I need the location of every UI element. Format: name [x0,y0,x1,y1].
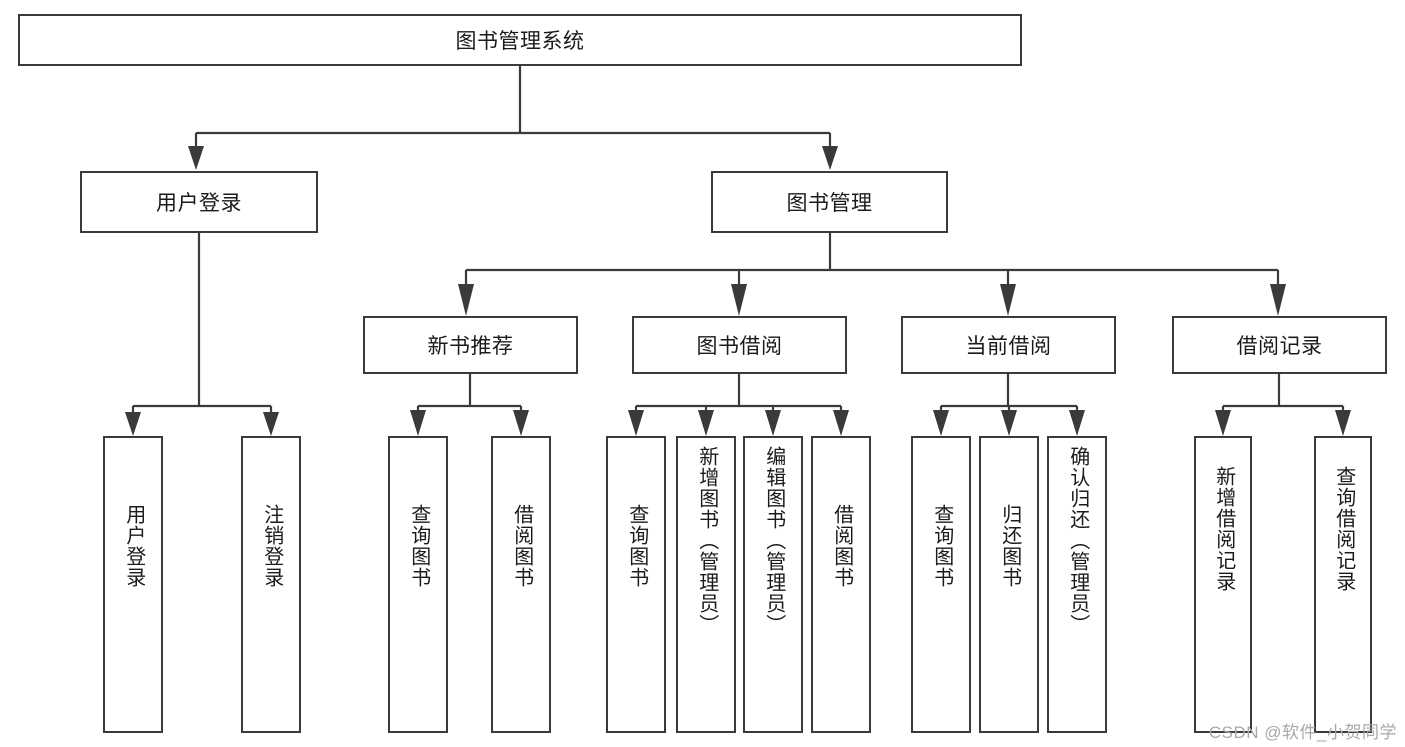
node-book-management[interactable]: 图书管理 [711,171,948,233]
node-label: 借阅图书 [510,504,533,588]
arrow-br-leaf-1 [1215,410,1231,436]
node-label: 注销登录 [260,504,283,588]
node-label: 新书推荐 [427,335,514,358]
arrow-br-leaf-2 [1335,410,1351,436]
csdn-watermark: CSDN @软件_小贺同学 [1208,723,1397,742]
node-new-book-recommend[interactable]: 新书推荐 [363,316,578,374]
arrow-bm-to-book-borrow [731,284,747,316]
node-label: 编辑图书（管理员） [762,446,785,635]
arrow-bb-leaf-3 [765,410,781,436]
arrow-cb-leaf-1 [933,410,949,436]
node-label: 查询图书 [625,504,648,588]
node-leaf-confirm-return[interactable]: 确认归还（管理员） [1047,436,1107,733]
node-user-login[interactable]: 用户登录 [80,171,318,233]
node-label: 查询图书 [930,504,953,588]
node-leaf-edit-book[interactable]: 编辑图书（管理员） [743,436,803,733]
arrow-user-login-leaf-1 [125,412,141,436]
node-label: 借阅记录 [1236,335,1323,358]
node-leaf-borrow-book-1[interactable]: 借阅图书 [491,436,551,733]
node-label: 查询图书 [407,504,430,588]
node-leaf-borrow-book-2[interactable]: 借阅图书 [811,436,871,733]
node-leaf-add-book[interactable]: 新增图书（管理员） [676,436,736,733]
arrow-cb-leaf-2 [1001,410,1017,436]
node-label: 图书管理 [786,192,873,215]
arrow-nbr-leaf-1 [410,410,426,436]
arrow-bb-leaf-4 [833,410,849,436]
node-label: 借阅图书 [830,504,853,588]
node-leaf-query-book-3[interactable]: 查询图书 [911,436,971,733]
arrow-nbr-leaf-2 [513,410,529,436]
arrow-root-to-book-management [822,146,838,170]
node-label: 图书借阅 [696,335,783,358]
node-current-borrow[interactable]: 当前借阅 [901,316,1116,374]
node-leaf-return-book[interactable]: 归还图书 [979,436,1039,733]
node-label: 新增图书（管理员） [695,446,718,635]
node-leaf-query-book-1[interactable]: 查询图书 [388,436,448,733]
arrow-bm-to-current-borrow [1000,284,1016,316]
node-label: 确认归还（管理员） [1066,446,1089,635]
node-label: 用户登录 [156,192,242,215]
node-book-borrow[interactable]: 图书借阅 [632,316,847,374]
arrow-bm-to-borrow-record [1270,284,1286,316]
arrow-cb-leaf-3 [1069,410,1085,436]
node-leaf-logout-login[interactable]: 注销登录 [241,436,301,733]
node-label: 图书管理系统 [455,30,585,53]
arrow-user-login-leaf-2 [263,412,279,436]
node-label: 新增借阅记录 [1212,466,1235,592]
arrow-bm-to-new-book-recommend [458,284,474,316]
node-leaf-add-borrow-record[interactable]: 新增借阅记录 [1194,436,1252,733]
node-leaf-query-borrow-record[interactable]: 查询借阅记录 [1314,436,1372,733]
node-label: 查询借阅记录 [1332,466,1355,592]
node-label: 归还图书 [998,504,1021,588]
node-label: 当前借阅 [965,335,1052,358]
node-book-management-system[interactable]: 图书管理系统 [18,14,1022,66]
node-leaf-query-book-2[interactable]: 查询图书 [606,436,666,733]
arrow-bb-leaf-2 [698,410,714,436]
arrow-bb-leaf-1 [628,410,644,436]
node-borrow-record[interactable]: 借阅记录 [1172,316,1387,374]
arrow-root-to-user-login [188,146,204,170]
node-leaf-user-login[interactable]: 用户登录 [103,436,163,733]
node-label: 用户登录 [122,504,145,588]
